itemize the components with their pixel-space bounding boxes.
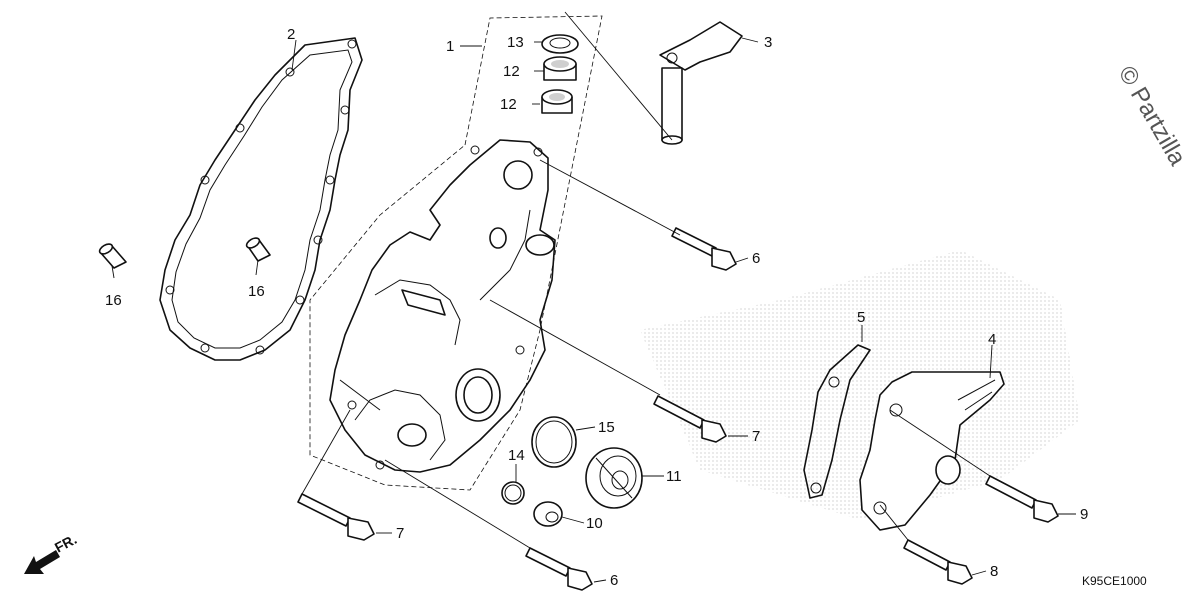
plate-gasket-part[interactable]: [803, 344, 871, 499]
front-direction-indicator: FR.: [24, 531, 79, 574]
label-part-16-left: 16: [105, 292, 122, 309]
bolt-part-7-lower[interactable]: [297, 493, 375, 541]
background-shading: [640, 250, 1080, 520]
label-part-7-middle: 7: [752, 428, 760, 445]
label-part-5: 5: [857, 309, 865, 326]
timing-hole-cap-part[interactable]: [533, 501, 563, 527]
dowel-pin-part-left[interactable]: [98, 242, 127, 269]
front-arrow-icon: [24, 550, 60, 574]
sprocket-cover-part[interactable]: [859, 371, 1005, 531]
oil-seal-part[interactable]: [541, 34, 579, 54]
label-part-6-lower: 6: [610, 572, 618, 589]
label-part-4: 4: [988, 331, 996, 348]
crankcase-cover-part[interactable]: [329, 139, 556, 473]
o-ring-part-14[interactable]: [501, 481, 525, 505]
label-part-7-lower: 7: [396, 525, 404, 542]
o-ring-part-15[interactable]: [531, 416, 577, 468]
needle-bearing-part-lower[interactable]: [541, 89, 573, 114]
bolt-part-6-upper[interactable]: [671, 227, 737, 271]
label-part-9: 9: [1080, 506, 1088, 523]
leader-lines: [111, 11, 1076, 583]
gasket-part[interactable]: [159, 37, 363, 361]
shift-shaft-part[interactable]: [659, 21, 743, 145]
dowel-pin-part-right[interactable]: [245, 236, 271, 262]
label-part-16-right: 16: [248, 283, 265, 300]
bolt-part-7-middle[interactable]: [653, 395, 727, 443]
label-part-10: 10: [586, 515, 603, 532]
diagram-code: K95CE1000: [1082, 574, 1147, 588]
label-part-2: 2: [287, 26, 295, 43]
hole-cap-part[interactable]: [585, 447, 643, 509]
label-part-1: 1: [446, 38, 454, 55]
bolt-part-9[interactable]: [985, 475, 1059, 523]
label-part-6-upper: 6: [752, 250, 760, 267]
watermark: © Partzilla: [1113, 62, 1192, 171]
label-part-14: 14: [508, 447, 525, 464]
label-part-15: 15: [598, 419, 615, 436]
label-part-11: 11: [666, 468, 682, 485]
label-part-8: 8: [990, 563, 998, 580]
bolt-part-8[interactable]: [903, 539, 973, 585]
needle-bearing-part-upper[interactable]: [543, 56, 577, 81]
label-part-13: 13: [507, 34, 524, 51]
label-part-3: 3: [764, 34, 772, 51]
label-part-12-upper: 12: [503, 63, 520, 80]
bolt-part-6-lower[interactable]: [525, 547, 593, 591]
label-part-12-lower: 12: [500, 96, 517, 113]
assembly-outline: [309, 15, 603, 491]
